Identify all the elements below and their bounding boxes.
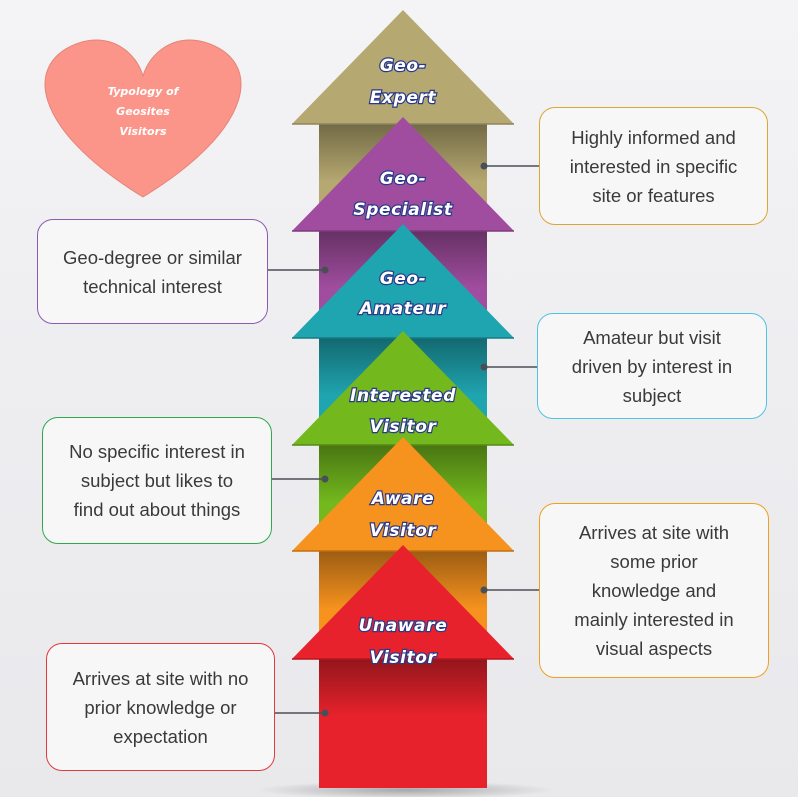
arrow-label-geo-amateur-line-1: Geo- [380, 269, 427, 289]
description-box-geo-amateur: Amateur but visit driven by interest in … [537, 313, 767, 419]
arrow-label-aware-visitor-line-2: Visitor [369, 521, 437, 541]
heart-shape: Typology of Geosites Visitors [44, 39, 242, 198]
arrow-head-unaware-visitor [292, 545, 514, 659]
arrow-head-geo-expert [292, 10, 514, 124]
connector-lines [268, 162, 539, 717]
description-text-unaware-visitor: Arrives at site with no prior knowledge … [72, 667, 249, 747]
description-text-geo-expert: Highly informed and interested in specif… [569, 126, 738, 206]
arrow-head-interested-visitor [292, 331, 514, 445]
connector-dot-geo-amateur [480, 363, 488, 371]
arrow-label-interested-visitor-line-1: Interested [350, 386, 456, 406]
arrow-label-unaware-visitor-line-2: Visitor [369, 648, 437, 668]
arrow-stem-shade-unaware-visitor [319, 657, 487, 717]
arrow-label-aware-visitor-line-1: Aware [370, 489, 434, 509]
arrow-head-geo-specialist [292, 117, 514, 231]
connector-dot-geo-specialist [321, 266, 329, 274]
arrow-label-interested-visitor-line-2: Visitor [369, 417, 437, 437]
connector-dot-unaware-visitor [321, 709, 329, 717]
description-text-interested-visitor: No specific interest in subject but like… [69, 441, 245, 520]
arrow-head-geo-amateur [292, 224, 514, 338]
arrow-label-geo-amateur-line-2: Amateur [358, 299, 448, 319]
heart-title-line-1: Typology of [108, 85, 180, 98]
description-text-geo-amateur: Amateur but visit driven by interest in … [571, 326, 733, 406]
arrow-label-unaware-visitor-line-1: Unaware [359, 616, 448, 636]
heart-title-line-2: Geosites [116, 105, 170, 118]
arrow-label-geo-expert-line-1: Geo- [380, 56, 427, 76]
heart-title-line-3: Visitors [119, 125, 167, 138]
description-text-geo-specialist: Geo-degree or similar technical interest [63, 246, 242, 297]
arrow-label-geo-specialist-line-2: Specialist [353, 200, 452, 220]
description-box-geo-expert: Highly informed and interested in specif… [539, 107, 768, 225]
arrow-stack: Geo-ExpertGeo-SpecialistGeo-AmateurInter… [292, 10, 514, 788]
description-text-aware-visitor: Arrives at site with some prior knowledg… [574, 522, 734, 659]
description-box-unaware-visitor: Arrives at site with no prior knowledge … [46, 643, 275, 771]
description-box-interested-visitor: No specific interest in subject but like… [42, 417, 272, 544]
description-box-geo-specialist: Geo-degree or similar technical interest [37, 219, 268, 324]
arrow-label-geo-expert-line-2: Expert [370, 88, 437, 108]
arrow-head-aware-visitor [292, 437, 514, 551]
connector-dot-interested-visitor [321, 475, 329, 483]
arrow-label-geo-specialist-line-1: Geo- [380, 169, 427, 189]
description-box-aware-visitor: Arrives at site with some prior knowledg… [539, 503, 769, 678]
connector-dot-aware-visitor [480, 586, 488, 594]
connector-dot-geo-expert [480, 162, 488, 170]
